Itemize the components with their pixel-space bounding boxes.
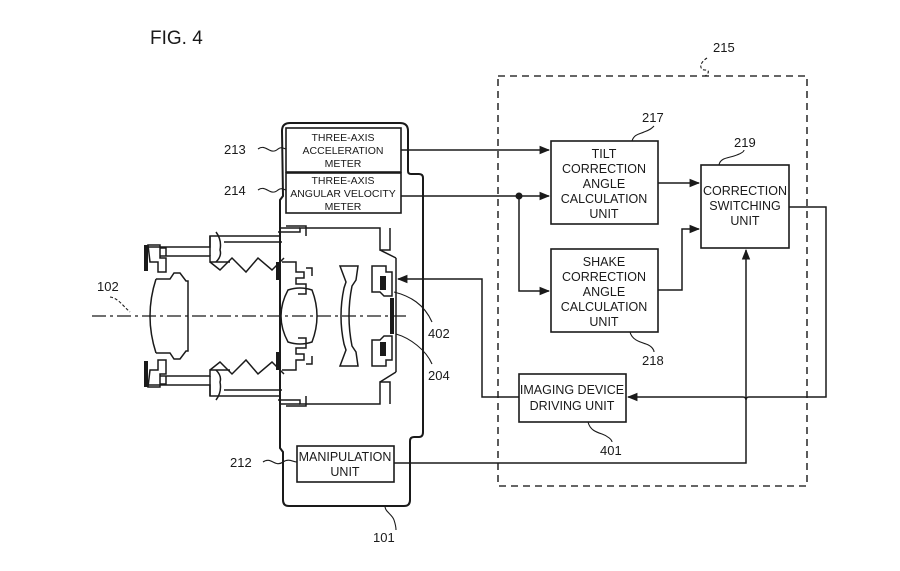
angular-meter-block: THREE-AXIS ANGULAR VELOCITY METER 214 xyxy=(224,172,402,214)
accel-line-1: THREE-AXIS xyxy=(311,132,374,144)
ref-401: 401 xyxy=(600,443,622,458)
ref-402: 402 xyxy=(428,326,450,341)
manip-line-2: UNIT xyxy=(330,465,360,479)
ref-215: 215 xyxy=(713,40,735,55)
tilt-line-3: ANGLE xyxy=(583,177,625,191)
switch-line-1: CORRECTION xyxy=(703,184,787,198)
tilt-unit-block: TILT CORRECTION ANGLE CALCULATION UNIT 2… xyxy=(550,110,664,225)
shake-line-5: UNIT xyxy=(589,315,619,329)
angular-line-3: METER xyxy=(325,201,362,213)
accel-line-2: ACCELERATION xyxy=(303,145,384,157)
lens-assembly: 102 xyxy=(92,222,450,410)
ref-217: 217 xyxy=(642,110,664,125)
imaging-device xyxy=(390,298,394,334)
driving-unit-block: IMAGING DEVICE DRIVING UNIT 401 xyxy=(518,373,627,458)
ref-102: 102 xyxy=(97,279,119,294)
switch-line-2: SWITCHING xyxy=(709,199,781,213)
angular-to-shake-arrow xyxy=(518,196,551,296)
shake-line-4: CALCULATION xyxy=(561,300,648,314)
ref-204: 204 xyxy=(428,368,450,383)
driving-line-2: DRIVING UNIT xyxy=(530,399,615,413)
shake-unit-block: SHAKE CORRECTION ANGLE CALCULATION UNIT … xyxy=(550,248,664,368)
ref-101: 101 xyxy=(373,530,395,545)
shake-line-1: SHAKE xyxy=(583,255,625,269)
driving-to-actuator-arrow xyxy=(396,274,519,398)
driving-line-1: IMAGING DEVICE xyxy=(520,383,624,397)
accel-meter-block: THREE-AXIS ACCELERATION METER 213 xyxy=(224,127,402,173)
figure-title: FIG. 4 xyxy=(150,28,203,49)
ref-213: 213 xyxy=(224,142,246,157)
camera-body: 101 xyxy=(279,122,424,545)
accel-line-3: METER xyxy=(325,158,362,170)
ref-214: 214 xyxy=(224,183,246,198)
controller-boundary: 215 xyxy=(497,40,808,487)
tilt-line-4: CALCULATION xyxy=(561,192,648,206)
signal-lines xyxy=(394,145,827,464)
ref-212: 212 xyxy=(230,455,252,470)
ref-219: 219 xyxy=(734,135,756,150)
tilt-line-2: CORRECTION xyxy=(562,162,646,176)
switching-unit-block: CORRECTION SWITCHING UNIT 219 xyxy=(700,135,790,249)
angular-line-1: THREE-AXIS xyxy=(311,175,374,187)
angular-line-2: ANGULAR VELOCITY xyxy=(290,188,396,200)
manip-line-1: MANIPULATION xyxy=(299,450,392,464)
manipulation-unit-block: MANIPULATION UNIT 212 xyxy=(230,445,395,483)
tilt-line-5: UNIT xyxy=(589,207,619,221)
ref-218: 218 xyxy=(642,353,664,368)
tilt-line-1: TILT xyxy=(592,147,617,161)
shake-line-3: ANGLE xyxy=(583,285,625,299)
switch-line-3: UNIT xyxy=(730,214,760,228)
shake-line-2: CORRECTION xyxy=(562,270,646,284)
shake-to-switch-arrow xyxy=(658,224,701,291)
manip-to-switch-arrow xyxy=(394,248,751,464)
